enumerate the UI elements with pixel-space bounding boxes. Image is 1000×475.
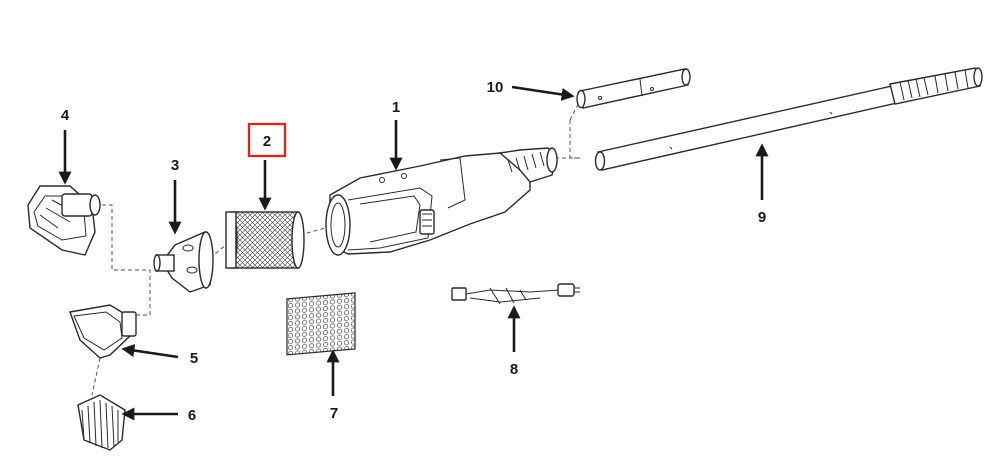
callout-10: 10 bbox=[487, 79, 504, 96]
callout-8: 8 bbox=[510, 361, 518, 378]
callout-9: 9 bbox=[758, 209, 766, 226]
vacuum-body-part bbox=[325, 147, 558, 256]
brush-head-part bbox=[27, 185, 101, 256]
leader-arrow-5 bbox=[121, 344, 179, 359]
leader-arrow-10 bbox=[511, 85, 575, 101]
assembly-guide-line bbox=[555, 96, 583, 159]
callout-4: 4 bbox=[61, 107, 70, 124]
filter-sheet-part bbox=[286, 292, 356, 356]
bristle-brush-part bbox=[77, 394, 126, 451]
assembly-guide-line bbox=[91, 357, 101, 396]
cone-nozzle-part bbox=[153, 231, 214, 293]
telescopic-pole-part bbox=[594, 67, 983, 171]
callout-7: 7 bbox=[330, 405, 338, 422]
callout-2: 2 bbox=[263, 133, 271, 150]
callout-6: 6 bbox=[188, 407, 196, 424]
assembly-guide-line bbox=[95, 204, 151, 316]
assembly-guide-line bbox=[299, 227, 326, 236]
callout-1: 1 bbox=[392, 99, 400, 116]
charging-cable-part bbox=[451, 283, 580, 305]
callout-5: 5 bbox=[190, 350, 198, 367]
filter-cartridge-part bbox=[225, 211, 305, 269]
callout-3: 3 bbox=[171, 157, 179, 174]
callout-highlight-box bbox=[247, 122, 287, 158]
short-extension-tube-part bbox=[576, 68, 691, 109]
wide-nozzle-part bbox=[69, 304, 137, 359]
